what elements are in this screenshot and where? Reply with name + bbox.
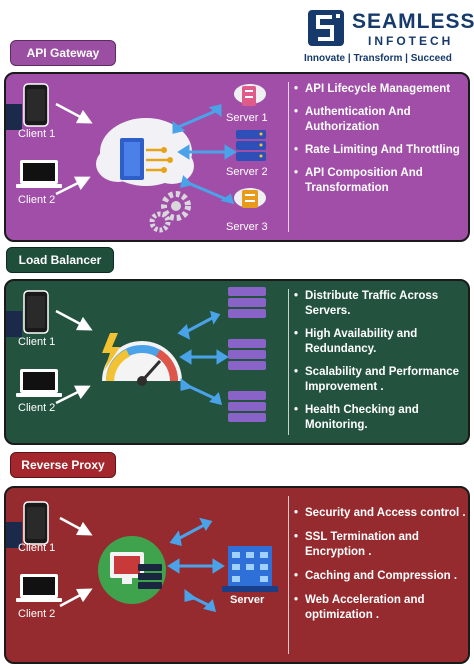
server-1-label: Server 1: [226, 112, 268, 124]
server-3-label: Server 3: [226, 221, 268, 233]
double-arrow-icon: [177, 310, 229, 406]
double-arrow-icon: [167, 517, 225, 613]
client-2-label: Client 2: [18, 194, 56, 206]
server-label: Server: [230, 594, 265, 606]
laptop-icon: [16, 160, 62, 188]
seamless-logo-icon: [308, 10, 344, 46]
client-2-label: Client 2: [18, 402, 56, 414]
feature-item: High Availability and Redundancy.: [294, 327, 468, 357]
feature-item: Health Checking and Monitoring.: [294, 403, 468, 433]
reverse-proxy-tab: Reverse Proxy: [10, 452, 116, 478]
feature-item: Security and Access control .: [294, 506, 468, 521]
feature-item: API Composition And Transformation: [294, 166, 468, 196]
cloud-gateway-icon: [96, 118, 194, 186]
client-1-label: Client 1: [18, 336, 56, 348]
phone-icon: [6, 83, 49, 130]
reverse-proxy-diagram: [6, 501, 278, 613]
panel-divider: [288, 82, 289, 232]
load-balancer-gauge-icon: [102, 333, 182, 386]
laptop-icon: [16, 574, 62, 602]
api-gateway-features: API Lifecycle Management Authentication …: [294, 82, 468, 196]
feature-item: Web Acceleration and optimization .: [294, 593, 468, 623]
server-2-label: Server 2: [226, 166, 268, 178]
api-gateway-diagram: [6, 83, 266, 233]
reverse-proxy-panel: Client 1 Client 2 Server Security and Ac…: [4, 486, 470, 664]
logo-name: SEAMLESS: [352, 10, 474, 33]
server-stack-1-icon: [228, 287, 266, 318]
panel-divider: [288, 496, 289, 654]
load-balancer-tab: Load Balancer: [6, 247, 114, 273]
load-balancer-features: Distribute Traffic Across Servers. High …: [294, 289, 468, 433]
reverse-proxy-title: Reverse Proxy: [21, 458, 105, 472]
feature-item: Scalability and Performance Improvement …: [294, 365, 468, 395]
load-balancer-panel: Client 1 Client 2 Distribute Traffic Acr…: [4, 279, 470, 445]
api-gateway-title: API Gateway: [26, 46, 100, 60]
panel-divider: [288, 289, 289, 435]
server-stack-3-icon: [228, 391, 266, 422]
api-gateway-panel: Client 1 Client 2 Server 1 Server 2 Serv…: [4, 72, 470, 242]
server-building-icon: [222, 546, 278, 592]
client-2-label: Client 2: [18, 608, 56, 620]
server-3-icon: [234, 188, 266, 208]
proxy-computer-icon: [98, 536, 166, 604]
gears-icon: [149, 191, 191, 233]
logo-tagline: Innovate | Transform | Succeed: [304, 53, 452, 64]
logo-subtitle: INFOTECH: [368, 34, 454, 48]
feature-item: Rate Limiting And Throttling: [294, 143, 468, 158]
client-1-label: Client 1: [18, 542, 56, 554]
feature-item: Caching and Compression .: [294, 569, 468, 584]
feature-item: Authentication And Authorization: [294, 105, 468, 135]
phone-icon: [6, 290, 49, 337]
laptop-icon: [16, 369, 62, 397]
phone-icon: [6, 501, 49, 548]
server-stack-2-icon: [228, 339, 266, 370]
api-gateway-tab: API Gateway: [10, 40, 116, 66]
feature-item: SSL Termination and Encryption .: [294, 530, 468, 560]
double-arrow-icon: [172, 104, 237, 205]
load-balancer-title: Load Balancer: [18, 253, 102, 267]
feature-item: Distribute Traffic Across Servers.: [294, 289, 468, 319]
server-2-icon: [236, 130, 266, 161]
reverse-proxy-features: Security and Access control . SSL Termin…: [294, 506, 468, 623]
client-1-label: Client 1: [18, 128, 56, 140]
load-balancer-diagram: [6, 287, 266, 422]
server-1-icon: [234, 84, 266, 106]
feature-item: API Lifecycle Management: [294, 82, 468, 97]
brand-logo: SEAMLESS INFOTECH Innovate | Transform |…: [302, 6, 474, 66]
